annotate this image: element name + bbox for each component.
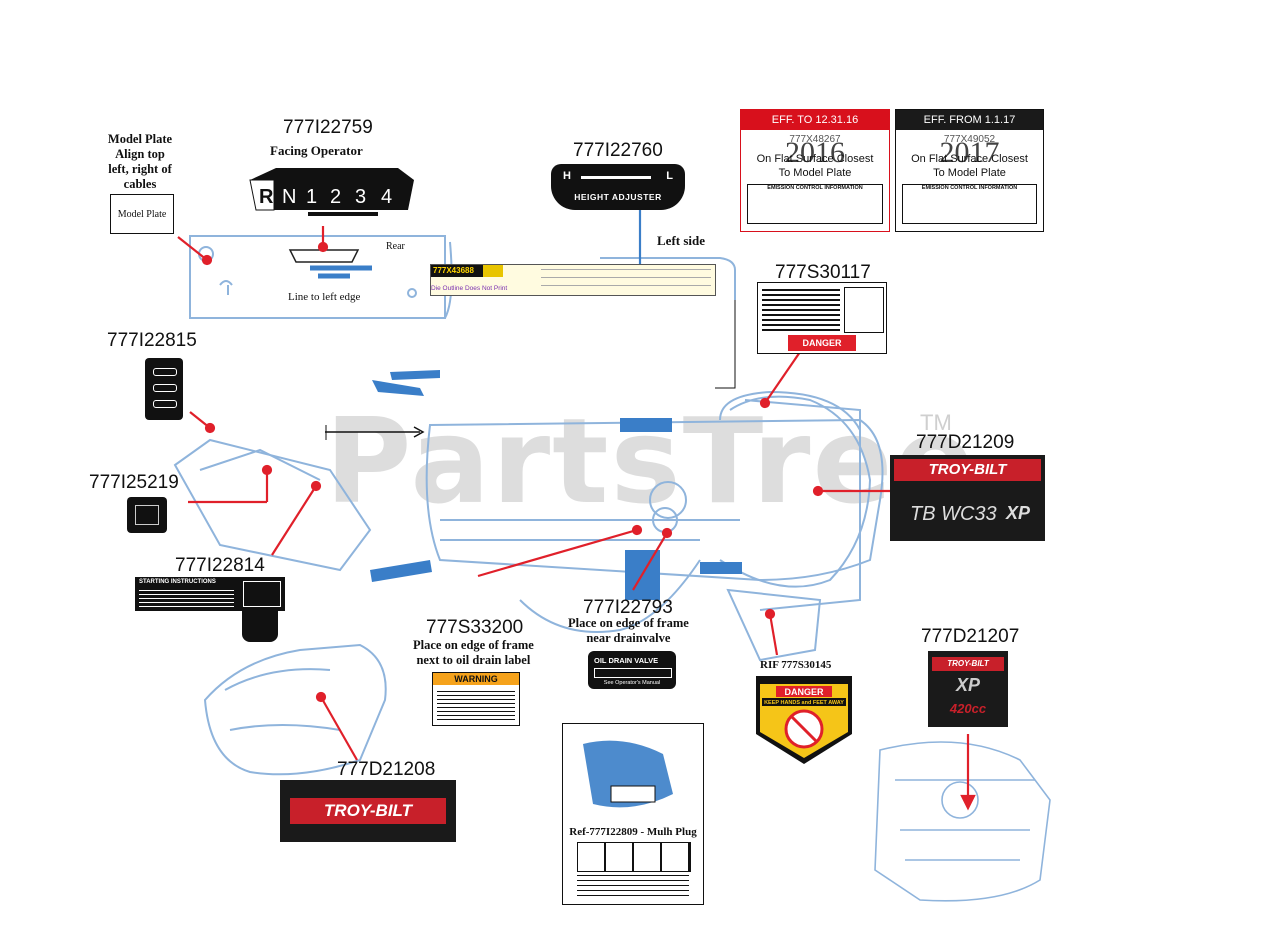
mulch-plug-steps: [577, 842, 691, 872]
part-777i22814-number: 777I22814: [175, 555, 265, 576]
troy-bilt-logo-decal: TROY-BILT: [280, 780, 456, 842]
shift-decal: R N 1 2 3 4: [249, 168, 414, 216]
left-side-label: Left side: [657, 233, 706, 248]
part-777d21207-number: 777D21207: [921, 626, 1020, 647]
xp-engine-decal: TROY-BILT XP 420cc: [928, 651, 1008, 727]
model-plate-note: Model Plate Align top left, right of cab…: [107, 132, 173, 191]
warning-decal: WARNING: [432, 672, 520, 726]
part-777s33200-number: 777S33200: [426, 617, 524, 638]
part-777i22760-number: 777I22760: [573, 140, 663, 161]
troy-bilt-model-decal: TROY-BILT TB WC33 XP: [890, 455, 1045, 541]
facing-operator-caption: Facing Operator: [270, 143, 363, 158]
danger-hands-title: DANGER: [784, 687, 824, 697]
emission-label-2017: EFF. FROM 1.1.17 777X49052 2017 On Flat …: [895, 109, 1044, 232]
safety-decal-30117: DANGER: [757, 282, 887, 354]
frame-tag: 777X43688 Die Outline Does Not Print: [430, 264, 716, 296]
danger-hands-decal: DANGER KEEP HANDS and FEET AWAY: [756, 676, 852, 764]
oil-drain-valve-decal: OIL DRAIN VALVE See Operator's Manual: [588, 651, 676, 689]
line-to-left-edge-label: Line to left edge: [288, 291, 361, 303]
control-decal-25219: [127, 497, 167, 533]
part-777s30145-number: RIF 777S30145: [760, 659, 832, 671]
control-decal-22815: [145, 358, 183, 420]
height-adjuster-decal: H L HEIGHT ADJUSTER: [551, 164, 685, 210]
choke-decal: [242, 608, 278, 642]
gear-3: 3: [355, 186, 366, 208]
mulch-plug-reference: Ref-777I22809 - Mulh Plug: [562, 723, 704, 905]
part-777i22815-number: 777I22815: [107, 330, 197, 351]
trademark: TM: [920, 410, 952, 435]
model-plate-box: Model Plate: [110, 194, 174, 234]
emission-label-2016: EFF. TO 12.31.16 777X48267 2016 On Flat …: [740, 109, 890, 232]
gear-4: 4: [381, 186, 392, 208]
part-777i22759-number: 777I22759: [283, 117, 373, 138]
frame-outline: [189, 235, 446, 319]
part-777d21209-number: 777D21209: [916, 432, 1015, 453]
mulch-plug-text: [577, 874, 689, 896]
starting-instructions-decal: STARTING INSTRUCTIONS: [135, 577, 285, 611]
mulch-plug-drawing: [573, 732, 693, 818]
gear-2: 2: [330, 186, 341, 208]
rear-label: Rear: [386, 241, 405, 252]
part-777d21208-number: 777D21208: [337, 759, 436, 780]
gear-n: N: [282, 186, 296, 208]
part-777i22793-number: 777I22793: [583, 597, 673, 618]
gear-1: 1: [306, 186, 317, 208]
gear-r: R: [259, 186, 274, 208]
mulch-plug-caption: Ref-777I22809 - Mulh Plug: [569, 826, 697, 838]
danger-hands-sub: KEEP HANDS and FEET AWAY: [764, 700, 844, 706]
part-777s30117-number: 777S30117: [775, 262, 871, 283]
part-777i25219-number: 777I25219: [89, 472, 179, 493]
